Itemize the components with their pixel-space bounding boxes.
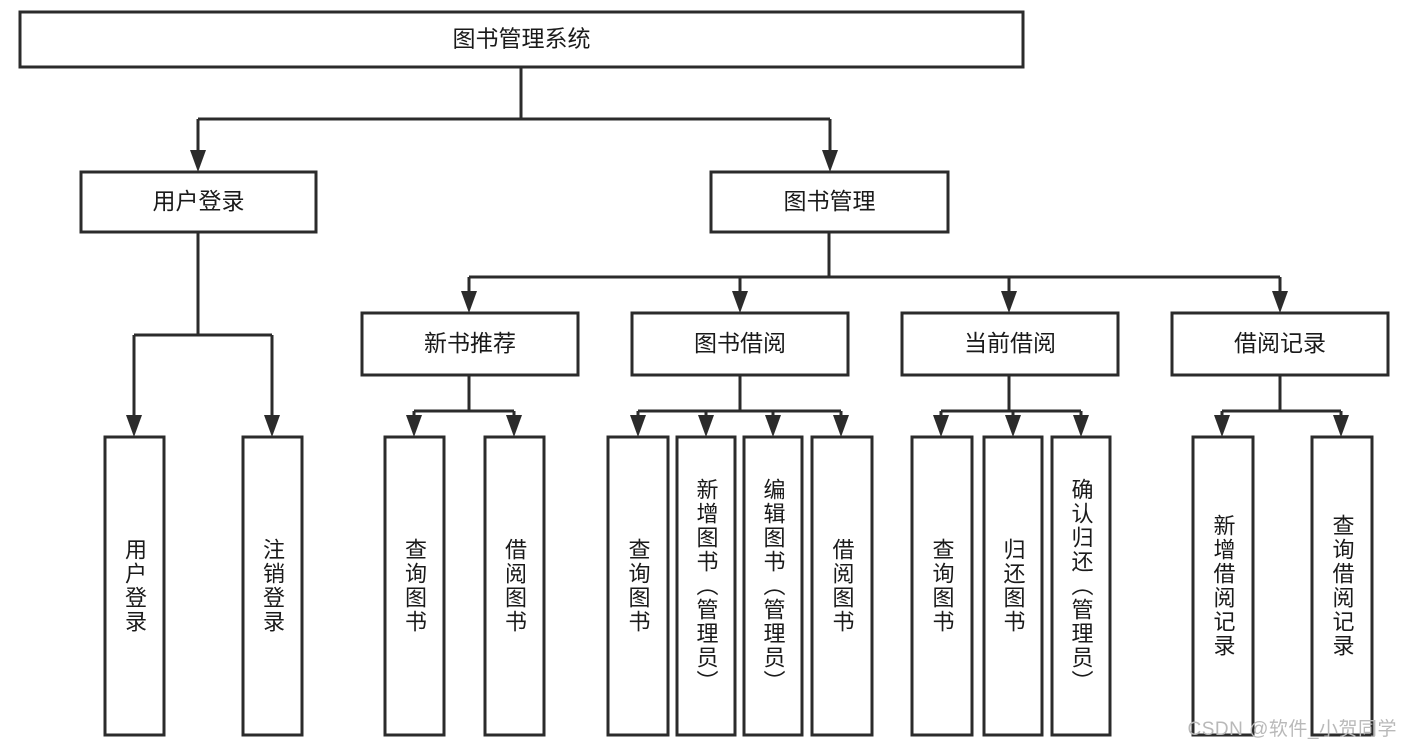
node-book-borrow[interactable]: 图书借阅 bbox=[630, 311, 850, 377]
node-box-book-borrow[interactable] bbox=[630, 311, 850, 377]
node-leaf-user-logout[interactable] bbox=[241, 435, 304, 737]
node-box-leaf-add-record[interactable] bbox=[1191, 435, 1255, 737]
arrow-head-icon bbox=[698, 415, 714, 437]
node-box-leaf-borrow-book-2[interactable] bbox=[810, 435, 874, 737]
node-leaf-add-record[interactable] bbox=[1191, 435, 1255, 737]
arrow-head-icon bbox=[461, 291, 477, 313]
node-box-leaf-query-book-3[interactable] bbox=[910, 435, 974, 737]
node-box-leaf-query-book-2[interactable] bbox=[606, 435, 670, 737]
arrow-head-icon bbox=[933, 415, 949, 437]
arrow-head-icon bbox=[1005, 415, 1021, 437]
node-leaf-query-book-1[interactable] bbox=[383, 435, 446, 737]
node-leaf-add-book[interactable] bbox=[675, 435, 737, 737]
node-label-current-borrow: 当前借阅 bbox=[964, 330, 1056, 356]
arrow-head-icon bbox=[1001, 291, 1017, 313]
arrow-head-icon bbox=[506, 415, 522, 437]
node-box-current-borrow[interactable] bbox=[900, 311, 1120, 377]
node-box-new-book-recommend[interactable] bbox=[360, 311, 580, 377]
node-box-leaf-user-logout[interactable] bbox=[241, 435, 304, 737]
watermark-text: CSDN @软件_小贺同学 bbox=[1187, 719, 1397, 740]
node-label-new-book-recommend: 新书推荐 bbox=[424, 330, 516, 356]
node-leaf-query-book-3[interactable] bbox=[910, 435, 974, 737]
arrow-head-icon bbox=[732, 291, 748, 313]
arrow-head-icon bbox=[406, 415, 422, 437]
connector-current_to_leaves bbox=[939, 375, 1083, 416]
node-borrow-record[interactable]: 借阅记录 bbox=[1170, 311, 1390, 377]
connector-borrow_to_leaves bbox=[636, 375, 843, 416]
node-box-leaf-query-record[interactable] bbox=[1310, 435, 1374, 737]
node-box-leaf-query-book-1[interactable] bbox=[383, 435, 446, 737]
node-user-login[interactable]: 用户登录 bbox=[79, 170, 318, 234]
node-box-leaf-confirm-return[interactable] bbox=[1050, 435, 1112, 737]
arrow-head-icon bbox=[190, 150, 206, 172]
node-new-book-recommend[interactable]: 新书推荐 bbox=[360, 311, 580, 377]
arrow-head-icon bbox=[1272, 291, 1288, 313]
node-leaf-return-book[interactable] bbox=[982, 435, 1044, 737]
node-box-book-management[interactable] bbox=[709, 170, 950, 234]
arrow-head-icon bbox=[765, 415, 781, 437]
node-leaf-query-book-2[interactable] bbox=[606, 435, 670, 737]
connector-user_login_to_leaves bbox=[132, 232, 274, 416]
arrow-head-icon bbox=[126, 415, 142, 437]
arrow-head-icon bbox=[1333, 415, 1349, 437]
connector-recommend_to_leaves bbox=[412, 375, 516, 416]
connector-book_mgmt_to_level3 bbox=[467, 232, 1282, 292]
node-current-borrow[interactable]: 当前借阅 bbox=[900, 311, 1120, 377]
node-box-root[interactable] bbox=[18, 10, 1025, 69]
node-leaf-confirm-return[interactable] bbox=[1050, 435, 1112, 737]
node-root[interactable]: 图书管理系统 bbox=[18, 10, 1025, 69]
node-box-leaf-add-book[interactable] bbox=[675, 435, 737, 737]
node-box-user-login[interactable] bbox=[79, 170, 318, 234]
node-label-book-management: 图书管理 bbox=[784, 188, 876, 214]
arrow-head-icon bbox=[822, 150, 838, 172]
node-leaf-user-login[interactable] bbox=[103, 435, 166, 737]
arrow-head-icon bbox=[264, 415, 280, 437]
node-leaf-query-record[interactable] bbox=[1310, 435, 1374, 737]
node-box-borrow-record[interactable] bbox=[1170, 311, 1390, 377]
arrow-head-icon bbox=[630, 415, 646, 437]
connector-root_to_level2 bbox=[196, 67, 832, 151]
node-leaf-edit-book[interactable] bbox=[742, 435, 804, 737]
node-label-borrow-record: 借阅记录 bbox=[1234, 330, 1326, 356]
node-box-leaf-user-login[interactable] bbox=[103, 435, 166, 737]
connector-record_to_leaves bbox=[1220, 375, 1343, 416]
node-label-book-borrow: 图书借阅 bbox=[694, 330, 786, 356]
node-box-leaf-edit-book[interactable] bbox=[742, 435, 804, 737]
arrow-head-icon bbox=[1073, 415, 1089, 437]
connector-layer bbox=[126, 67, 1349, 437]
arrow-head-icon bbox=[833, 415, 849, 437]
node-leaf-borrow-book-1[interactable] bbox=[483, 435, 546, 737]
arrow-head-icon bbox=[1214, 415, 1230, 437]
node-book-management[interactable]: 图书管理 bbox=[709, 170, 950, 234]
node-box-leaf-borrow-book-1[interactable] bbox=[483, 435, 546, 737]
node-label-root: 图书管理系统 bbox=[453, 26, 591, 52]
node-label-user-login: 用户登录 bbox=[153, 188, 245, 214]
node-box-leaf-return-book[interactable] bbox=[982, 435, 1044, 737]
node-leaf-borrow-book-2[interactable] bbox=[810, 435, 874, 737]
